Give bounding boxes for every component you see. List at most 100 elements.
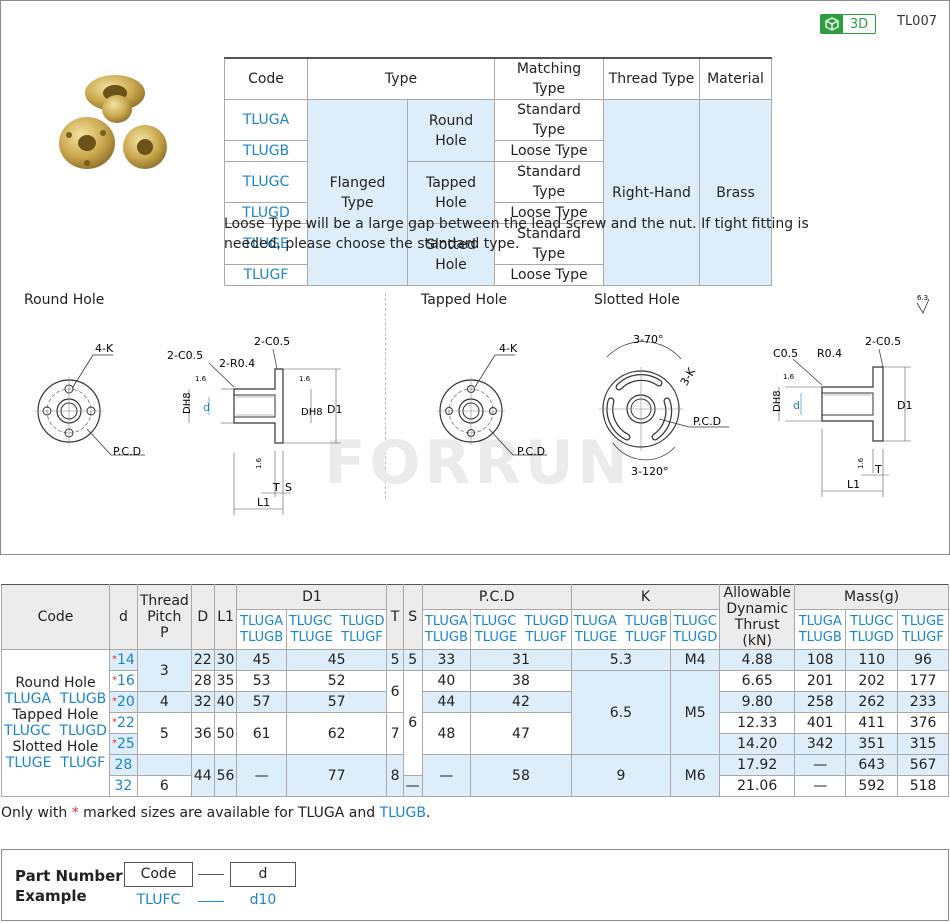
pcd-cell: 44	[421, 691, 472, 713]
matching-cell: Loose Type	[494, 202, 604, 224]
mass-cell: 201	[794, 670, 847, 692]
hole-type-cell: Round Hole	[407, 99, 495, 162]
T-cell: 7	[386, 712, 404, 755]
d-cell[interactable]: *14	[108, 649, 138, 671]
col-code: Code	[1, 584, 110, 650]
mass-cell: 401	[794, 712, 847, 734]
S-cell: 5	[402, 649, 423, 671]
mass-cell: 110	[845, 649, 899, 671]
svg-text:P.C.D: P.C.D	[517, 445, 545, 458]
svg-text:DH8: DH8	[301, 407, 323, 418]
separator-dash	[198, 874, 224, 875]
mass-cell: 592	[845, 775, 899, 797]
D-cell: 22	[190, 649, 215, 671]
K-cell: 9	[570, 754, 672, 797]
thrust-cell: 12.33	[719, 712, 796, 734]
D1-cell: 57	[236, 691, 287, 713]
3d-label: 3D	[849, 16, 869, 32]
K-cell: 6.5	[570, 670, 672, 755]
matching-cell: Loose Type	[494, 264, 604, 286]
mass-cell: 376	[897, 712, 949, 734]
col-K: K	[570, 583, 721, 611]
round-hole-front-view: 4-K P.C.D	[35, 342, 145, 458]
pcd-cell: 58	[470, 754, 572, 797]
code-link[interactable]: TLUGC	[224, 161, 308, 203]
thrust-cell: 14.20	[719, 733, 796, 755]
hole-type-cell: Tapped Hole	[407, 161, 495, 224]
pcd-cell: 31	[470, 649, 572, 671]
D1-cell: 77	[285, 754, 388, 797]
d-cell[interactable]: 32	[108, 775, 138, 797]
col-D1: D1	[236, 583, 388, 611]
T-cell: 5	[386, 649, 404, 671]
pcd-cell: 42	[470, 691, 572, 713]
col-type: Type	[307, 57, 495, 100]
slotted-hole-caption: Slotted Hole	[594, 292, 680, 308]
slotted-hole-side-view: 6.3 DH8 d D1 C0.5 R0.4 2-C0.5 1.6 L1 T 1…	[772, 294, 930, 497]
svg-text:1.6: 1.6	[195, 375, 207, 383]
pcd-cell: 38	[470, 670, 572, 692]
svg-text:L1: L1	[257, 496, 270, 509]
mass-cell: 258	[794, 691, 847, 713]
d-cell[interactable]: *22	[108, 712, 138, 734]
code-link[interactable]: TLUGF	[224, 264, 308, 286]
loose-type-note: Loose Type will be a large gap between t…	[224, 216, 809, 252]
d-box: d	[230, 862, 296, 887]
d-cell[interactable]: *16	[108, 670, 138, 692]
svg-text:4-K: 4-K	[499, 342, 518, 355]
svg-text:2-C0.5: 2-C0.5	[254, 335, 290, 348]
svg-text:S: S	[285, 481, 292, 494]
product-photo	[59, 75, 167, 169]
svg-text:d: d	[793, 399, 800, 412]
svg-text:L1: L1	[847, 478, 860, 491]
d-cell[interactable]: *20	[108, 691, 138, 713]
svg-text:T: T	[874, 463, 882, 476]
d-cell[interactable]: *25	[108, 733, 138, 755]
mass-cell: 342	[794, 733, 847, 755]
D-cell: 36	[190, 712, 215, 755]
col-matching: Matching Type	[494, 57, 604, 100]
mass-cell: 108	[794, 649, 847, 671]
svg-text:2-C0.5: 2-C0.5	[167, 349, 203, 362]
svg-text:3-K: 3-K	[678, 365, 699, 388]
mass-cell: 233	[897, 691, 949, 713]
thrust-cell: 17.92	[719, 754, 796, 776]
svg-text:P.C.D: P.C.D	[693, 415, 721, 428]
3d-model-button[interactable]: 3D	[820, 14, 876, 34]
tapped-hole-caption: Tapped Hole	[421, 292, 508, 308]
matching-cell: Standard Type	[494, 99, 604, 141]
col-L1: L1	[213, 584, 238, 650]
svg-text:FORRUN: FORRUN	[324, 433, 631, 491]
matching-cell: Standard Type	[494, 223, 604, 265]
code-link[interactable]: TLUGA	[224, 99, 308, 141]
svg-text:D1: D1	[897, 399, 912, 412]
svg-text:R0.4: R0.4	[817, 347, 842, 360]
thrust-cell: 21.06	[719, 775, 796, 797]
pcd-cell: 40	[421, 670, 472, 692]
mass-cell: 202	[845, 670, 899, 692]
svg-text:1.6: 1.6	[783, 373, 795, 381]
pcd-cell: 48	[421, 712, 472, 755]
col-pcd: P.C.D	[421, 583, 572, 611]
pitch-cell: 6	[136, 775, 192, 797]
S-cell: 6	[402, 670, 423, 776]
D1-cell: 45	[285, 649, 388, 671]
code-link[interactable]: TLUGE	[224, 223, 308, 265]
thrust-cell: 4.88	[719, 649, 796, 671]
availability-note: Only with * marked sizes are available f…	[1, 805, 431, 821]
svg-text:3-70°: 3-70°	[633, 333, 663, 346]
code-link[interactable]: TLUGB	[224, 140, 308, 162]
round-hole-side-view: DH8 d D1 DH8 2-C0.5 2-C0.5 2-R0.4 L1 T S…	[167, 335, 342, 515]
D-cell: 28	[190, 670, 215, 692]
code-cell: Round Hole TLUGA TLUGB Tapped Hole TLUGC…	[1, 649, 110, 797]
svg-text:T: T	[272, 481, 280, 494]
d-cell[interactable]: 28	[108, 754, 138, 776]
